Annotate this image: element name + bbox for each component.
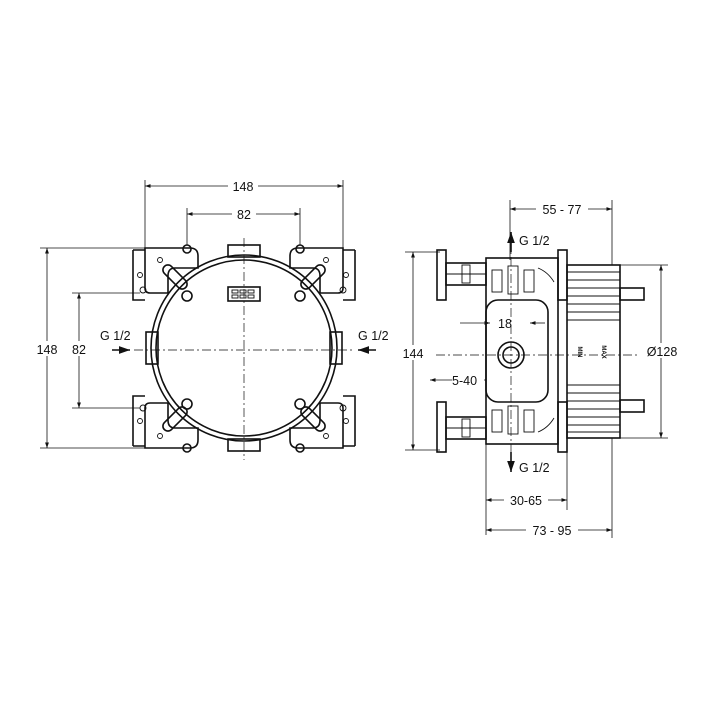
port-top: G 1/2 xyxy=(507,232,550,252)
dim-side-144: 144 xyxy=(398,251,440,451)
front-mount-holes xyxy=(137,244,349,453)
label-side-depth-total: 73 - 95 xyxy=(533,524,572,538)
label-port-left: G 1/2 xyxy=(100,329,131,343)
port-left: G 1/2 xyxy=(100,329,131,354)
label-scale-max: MAX xyxy=(600,345,606,358)
dim-front-holes-height-82: 82 xyxy=(67,292,140,409)
front-plates xyxy=(132,247,356,449)
label-side-diameter: Ø128 xyxy=(647,345,678,359)
front-inner-holes xyxy=(181,290,306,410)
dim-side-55-77: 55 - 77 xyxy=(509,200,613,265)
dim-side-diameter: Ø128 xyxy=(620,264,684,439)
label-scale-min: MIN xyxy=(576,347,582,358)
dim-front-holes-82: 82 xyxy=(186,206,301,245)
dim-side-73-95: 73 - 95 xyxy=(486,438,613,538)
label-side-5-40: 5-40 xyxy=(452,374,477,388)
label-port-top: G 1/2 xyxy=(519,234,550,248)
label-port-right: G 1/2 xyxy=(358,329,389,343)
port-bottom: G 1/2 xyxy=(507,452,550,475)
label-side-18: 18 xyxy=(498,317,512,331)
label-front-holes-height: 82 xyxy=(72,343,86,357)
label-port-bottom: G 1/2 xyxy=(519,461,550,475)
dim-side-30-65: 30-65 xyxy=(485,438,568,535)
port-right: G 1/2 xyxy=(358,329,389,354)
label-front-width: 148 xyxy=(233,180,254,194)
label-side-height: 144 xyxy=(403,347,424,361)
front-view: 148 82 148 82 xyxy=(33,178,389,460)
dim-side-18: 18 xyxy=(460,317,545,331)
dim-side-5-40: 5-40 xyxy=(430,372,486,388)
side-threaded-cylinder: MIN MAX xyxy=(566,264,645,439)
label-side-depth-lower: 30-65 xyxy=(510,494,542,508)
dim-front-width-148: 148 xyxy=(144,178,344,248)
label-front-holes-width: 82 xyxy=(237,208,251,222)
label-front-height: 148 xyxy=(37,343,58,357)
dim-front-height-148: 148 xyxy=(33,247,152,449)
side-view: 55 - 77 144 Ø128 xyxy=(398,200,684,538)
label-side-depth-top: 55 - 77 xyxy=(543,203,582,217)
side-valve-body xyxy=(485,257,559,445)
